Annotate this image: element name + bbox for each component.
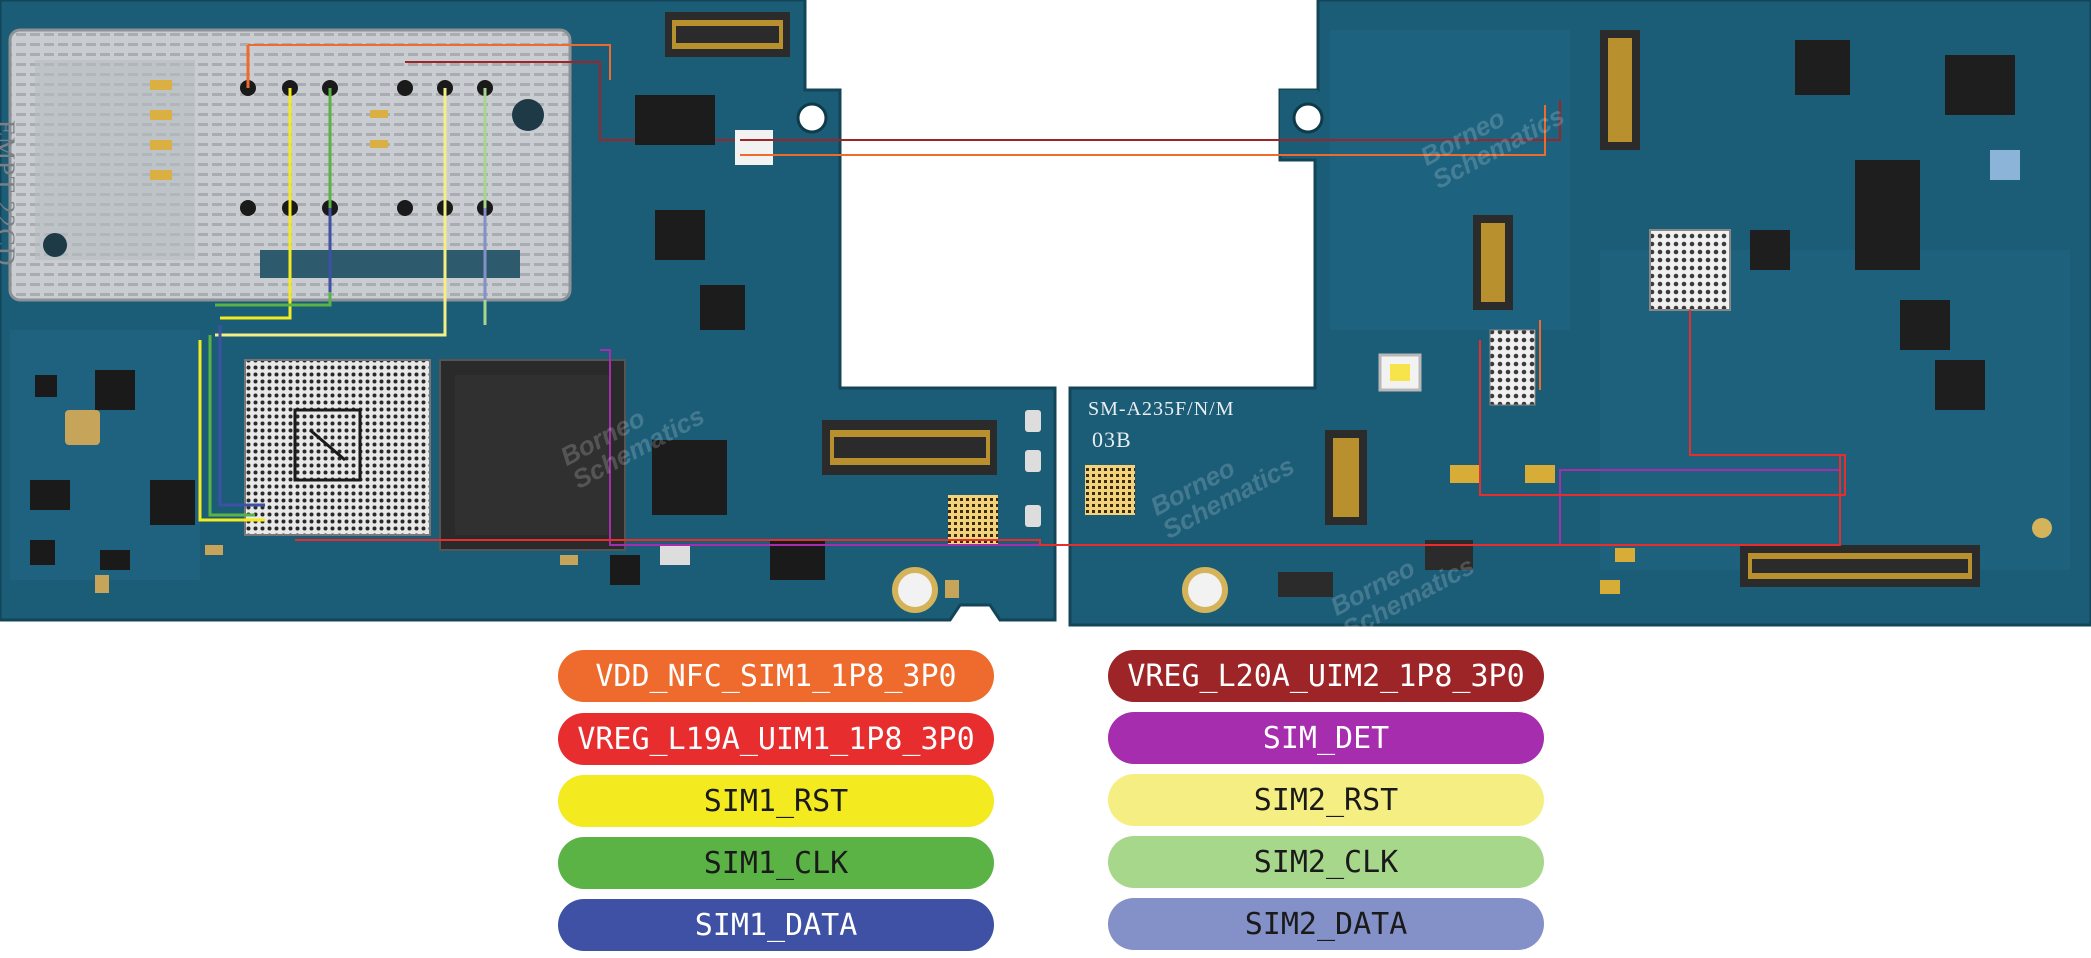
flex-connector-top-left bbox=[665, 12, 790, 57]
flex-connector-bottom-right bbox=[1740, 545, 1980, 587]
legend-pill-vdd-nfc-sim1: VDD_NFC_SIM1_1P8_3P0 bbox=[558, 650, 994, 702]
gold-pad-right bbox=[1182, 567, 1228, 613]
legend-label: SIM2_DATA bbox=[1244, 906, 1408, 942]
legend-pill-sim2-data: SIM2_DATA bbox=[1108, 898, 1544, 950]
legend-pill-vreg-l19a-uim1: VREG_L19A_UIM1_1P8_3P0 bbox=[558, 713, 994, 765]
legend-pill-vreg-l20a-uim2: VREG_L20A_UIM2_1P8_3P0 bbox=[1108, 650, 1544, 702]
legend-pill-sim-det: SIM_DET bbox=[1108, 712, 1544, 764]
trace-vreg-l20a bbox=[740, 100, 1561, 141]
bga-right bbox=[1649, 229, 1731, 311]
flex-connector-middle bbox=[822, 420, 997, 475]
legend-label: VREG_L20A_UIM2_1P8_3P0 bbox=[1127, 658, 1525, 694]
legend-label: VDD_NFC_SIM1_1P8_3P0 bbox=[595, 658, 957, 694]
board-model-label: SM-A235F/N/M bbox=[1088, 398, 1235, 420]
legend-label: SIM2_RST bbox=[1253, 782, 1399, 818]
trace-vdd-nfc bbox=[740, 105, 1546, 156]
mount-hole-top-right bbox=[1292, 102, 1324, 134]
flex-connector-right-vertical bbox=[1325, 30, 1640, 525]
soc-bga bbox=[244, 359, 431, 536]
legend-pill-sim2-rst: SIM2_RST bbox=[1108, 774, 1544, 826]
legend-pill-sim1-rst: SIM1_RST bbox=[558, 775, 994, 827]
legend-label: SIM1_CLK bbox=[703, 845, 849, 881]
connector-label: EMPT 22CD bbox=[0, 120, 20, 267]
legend-label: SIM1_DATA bbox=[694, 907, 858, 943]
trace-vreg-l19a bbox=[295, 455, 1841, 546]
qr-code-left bbox=[948, 495, 998, 545]
mount-hole-top-left bbox=[796, 102, 828, 134]
sim-tray bbox=[8, 28, 770, 337]
pcb-board-diagram bbox=[0, 0, 2091, 627]
legend-label: VREG_L19A_UIM1_1P8_3P0 bbox=[577, 721, 975, 757]
legend-pill-sim1-clk: SIM1_CLK bbox=[558, 837, 994, 889]
board-revision-label: 03B bbox=[1092, 427, 1132, 452]
gold-pad-left bbox=[892, 567, 938, 613]
legend-pill-sim2-clk: SIM2_CLK bbox=[1108, 836, 1544, 888]
legend-label: SIM2_CLK bbox=[1253, 844, 1399, 880]
legend-label: SIM1_RST bbox=[703, 783, 849, 819]
legend-pill-sim1-data: SIM1_DATA bbox=[558, 899, 994, 951]
legend-label: SIM_DET bbox=[1262, 720, 1390, 756]
qr-code-right bbox=[1085, 465, 1135, 515]
